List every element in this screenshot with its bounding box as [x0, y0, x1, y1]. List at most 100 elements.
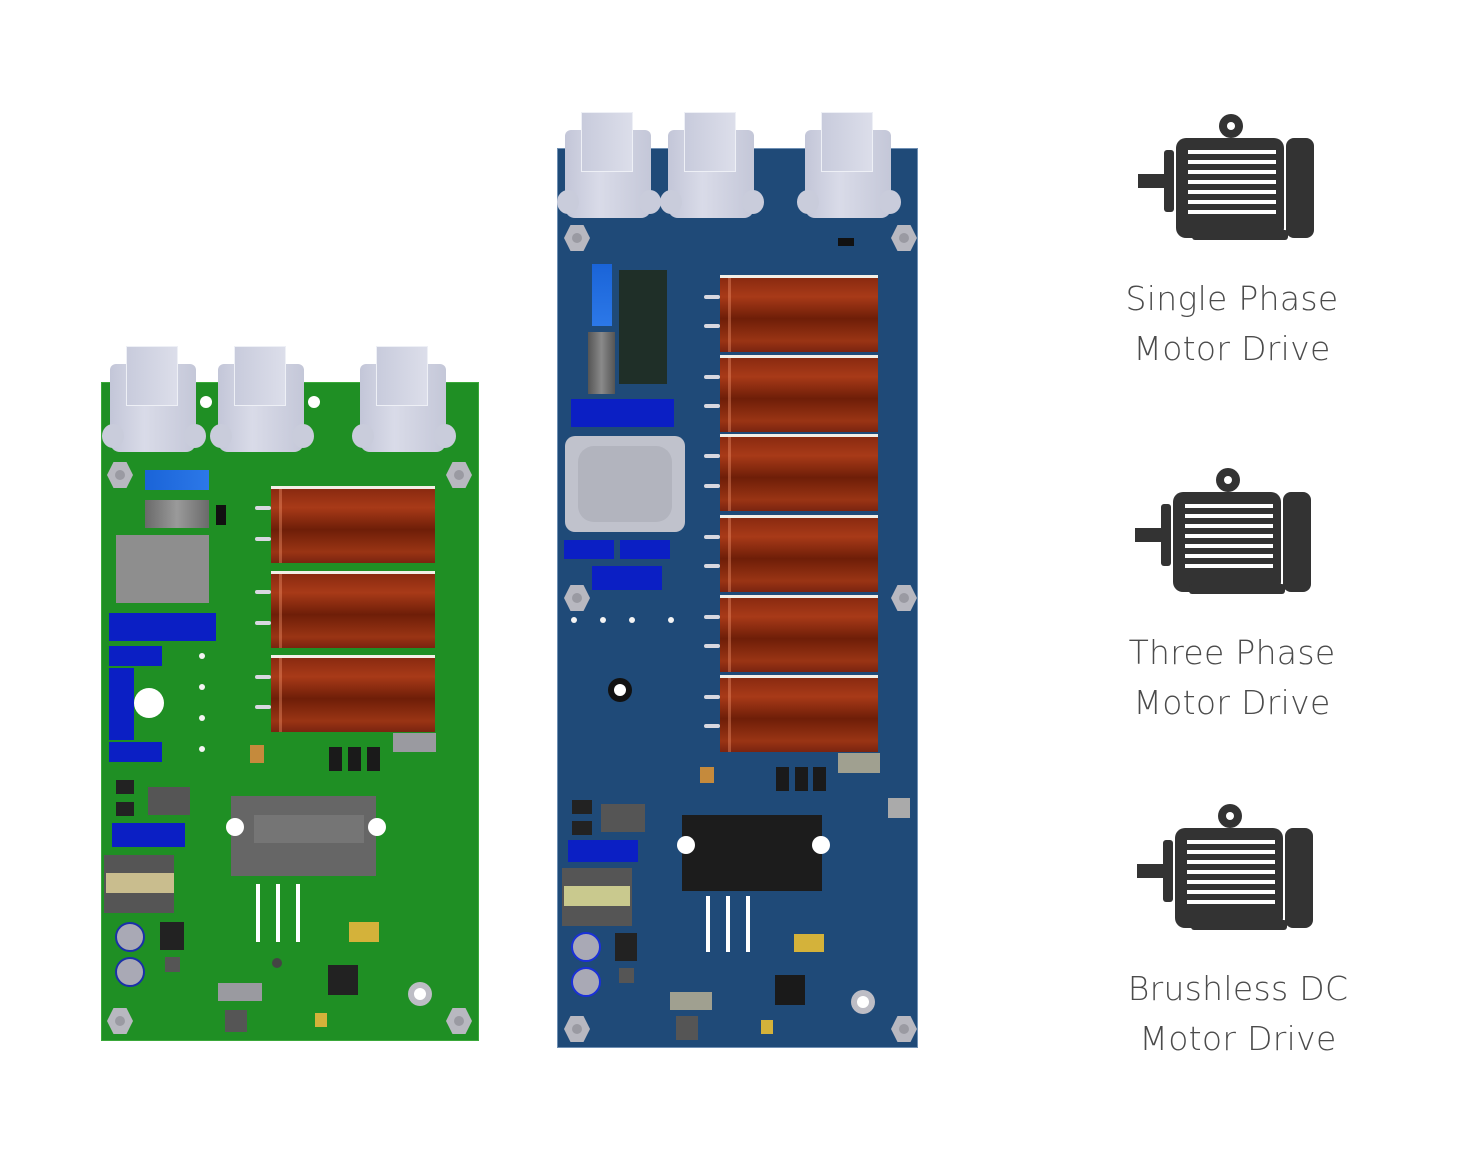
film-capacitor: [720, 595, 878, 672]
electrolytic-capacitor: [571, 967, 601, 997]
capacitor-pin: [704, 564, 720, 568]
mounting-hole-center: [414, 988, 426, 1000]
relay-component: [588, 332, 615, 394]
pin-header: [393, 733, 436, 752]
capacitor-pin: [255, 621, 271, 625]
drive-type-subtitle: Motor Drive: [1139, 1019, 1337, 1058]
tantalum-capacitor: [794, 934, 824, 952]
drive-type-label: Three Phase Motor Drive: [1072, 628, 1392, 728]
tantalum-capacitor: [250, 745, 264, 763]
drive-type-label: Brushless DC Motor Drive: [1078, 964, 1398, 1064]
resistor: [367, 747, 380, 771]
electrolytic-capacitor: [115, 922, 145, 952]
ic-chip: [601, 804, 645, 832]
heatsink-fin: [276, 884, 280, 942]
pin-header: [218, 983, 262, 1001]
film-capacitor: [720, 355, 878, 432]
transformer-band: [106, 873, 174, 893]
power-module: [682, 815, 822, 891]
capacitor-pin: [704, 695, 720, 699]
inductor: [272, 958, 282, 968]
film-capacitor: [271, 571, 435, 648]
smd-component: [619, 968, 634, 983]
inductor-core: [578, 446, 672, 522]
resistor: [776, 767, 789, 791]
capacitor-pin: [704, 535, 720, 539]
voltage-regulator: [888, 798, 910, 818]
blue-component: [571, 399, 674, 427]
mounting-hole-center: [857, 996, 869, 1008]
resistor: [795, 767, 808, 791]
film-capacitor: [720, 675, 878, 752]
smd-component: [761, 1020, 773, 1034]
mounting-hole: [368, 818, 386, 836]
film-capacitor: [271, 655, 435, 732]
diode: [116, 780, 134, 794]
capacitor-pin: [255, 537, 271, 541]
film-capacitor: [720, 434, 878, 511]
voltage-regulator: [225, 1010, 247, 1032]
diode: [838, 238, 854, 246]
drive-type-subtitle: Motor Drive: [1133, 683, 1331, 722]
blue-component: [109, 646, 162, 666]
power-module-label-area: [254, 815, 364, 843]
dark-module: [619, 270, 667, 384]
mounting-hole: [200, 396, 212, 408]
capacitor-pin: [704, 324, 720, 328]
via: [571, 617, 577, 623]
microcontroller-chip: [775, 975, 805, 1005]
capacitor-pin: [704, 724, 720, 728]
transistor: [160, 922, 184, 950]
mounting-hole: [226, 818, 244, 836]
terminal-connector: [557, 112, 661, 218]
mounting-hole: [308, 396, 320, 408]
capacitor-pin: [704, 404, 720, 408]
diode: [572, 800, 592, 814]
via: [629, 617, 635, 623]
mounting-hole-center: [614, 684, 626, 696]
transformer-band: [564, 886, 630, 906]
heatsink-fin: [726, 896, 730, 952]
film-capacitor: [720, 515, 878, 592]
terminal-connector: [660, 112, 764, 218]
blue-component: [109, 742, 162, 762]
blue-component: [145, 470, 209, 490]
resistor: [329, 747, 342, 771]
blue-component: [564, 540, 614, 559]
blue-component: [112, 823, 185, 847]
electric-motor-icon: [1138, 114, 1314, 240]
capacitor-pin: [704, 295, 720, 299]
terminal-connector: [797, 112, 901, 218]
blue-component: [620, 540, 670, 559]
capacitor-pin: [255, 590, 271, 594]
relay-component: [145, 500, 209, 528]
capacitor-pin: [704, 454, 720, 458]
smd-component: [315, 1013, 327, 1027]
hex-standoff: [446, 1008, 472, 1034]
via: [199, 653, 205, 659]
heatsink-fin: [706, 896, 710, 952]
film-capacitor: [271, 486, 435, 563]
heatsink-fin: [296, 884, 300, 942]
mounting-hole: [677, 836, 695, 854]
heatsink-fin: [256, 884, 260, 942]
transistor: [615, 933, 637, 961]
capacitor-pin: [704, 484, 720, 488]
via: [600, 617, 606, 623]
capacitor-pin: [255, 705, 271, 709]
tantalum-capacitor: [700, 767, 714, 783]
drive-type-subtitle: Motor Drive: [1133, 329, 1331, 368]
microcontroller-chip: [328, 965, 358, 995]
terminal-connector: [102, 346, 206, 452]
terminal-connector: [352, 346, 456, 452]
drive-type-name: Three Phase: [1128, 633, 1336, 672]
drive-type-label: Single Phase Motor Drive: [1072, 274, 1392, 374]
capacitor-pin: [704, 644, 720, 648]
blue-component: [592, 264, 612, 326]
resistor: [813, 767, 826, 791]
via: [199, 715, 205, 721]
blue-component: [109, 668, 134, 740]
ic-chip: [148, 787, 190, 815]
resistor: [348, 747, 361, 771]
pin-header: [838, 753, 880, 773]
